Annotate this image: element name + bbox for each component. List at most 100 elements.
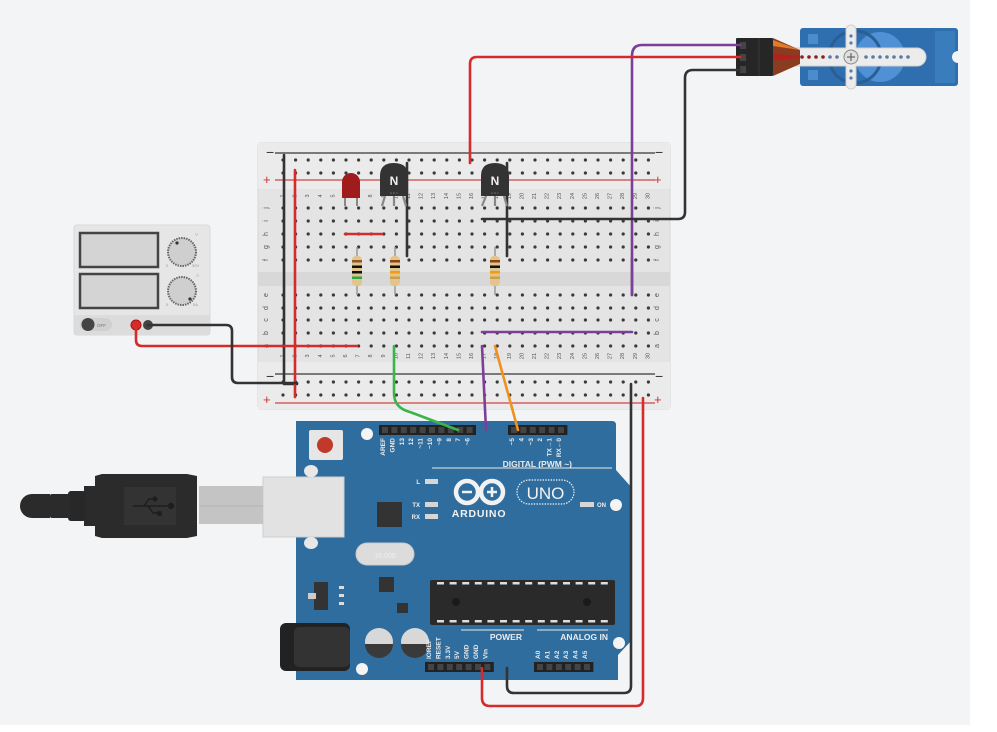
rail-hole[interactable] xyxy=(508,158,512,162)
breadboard-hole[interactable] xyxy=(571,318,575,322)
breadboard-hole[interactable] xyxy=(621,344,625,348)
breadboard-hole[interactable] xyxy=(495,245,499,249)
rail-hole[interactable] xyxy=(445,380,449,384)
breadboard-hole[interactable] xyxy=(583,306,588,310)
breadboard-hole[interactable] xyxy=(483,318,487,322)
breadboard-hole[interactable] xyxy=(571,306,575,310)
rail-hole[interactable] xyxy=(621,393,625,397)
rail-hole[interactable] xyxy=(596,380,600,384)
rail-hole[interactable] xyxy=(394,393,398,397)
breadboard-hole[interactable] xyxy=(546,306,550,310)
breadboard-hole[interactable] xyxy=(445,344,449,348)
resistor[interactable] xyxy=(390,247,400,295)
rail-hole[interactable] xyxy=(546,158,550,162)
breadboard-hole[interactable] xyxy=(457,219,461,223)
rail-hole[interactable] xyxy=(571,380,575,384)
breadboard-hole[interactable] xyxy=(457,344,461,348)
breadboard-hole[interactable] xyxy=(357,306,361,310)
breadboard-hole[interactable] xyxy=(382,206,386,210)
breadboard-hole[interactable] xyxy=(495,306,499,310)
breadboard-hole[interactable] xyxy=(583,232,588,236)
rail-hole[interactable] xyxy=(306,158,310,162)
breadboard-hole[interactable] xyxy=(621,206,625,210)
breadboard-hole[interactable] xyxy=(420,232,424,236)
rail-hole[interactable] xyxy=(609,393,613,397)
breadboard-hole[interactable] xyxy=(634,293,638,297)
rail-hole[interactable] xyxy=(281,393,285,397)
breadboard-hole[interactable] xyxy=(357,206,361,210)
breadboard-hole[interactable] xyxy=(319,258,323,262)
npn-transistor-2[interactable]: N E B C xyxy=(480,163,509,207)
breadboard-hole[interactable] xyxy=(344,306,348,310)
breadboard-hole[interactable] xyxy=(369,293,373,297)
breadboard-hole[interactable] xyxy=(306,245,310,249)
breadboard-hole[interactable] xyxy=(571,232,575,236)
breadboard-hole[interactable] xyxy=(483,232,487,236)
breadboard-hole[interactable] xyxy=(432,331,436,335)
breadboard-hole[interactable] xyxy=(508,245,512,249)
breadboard-hole[interactable] xyxy=(344,258,348,262)
wire-black-supply-negative[interactable] xyxy=(146,323,299,385)
rail-hole[interactable] xyxy=(331,393,335,397)
resistor[interactable] xyxy=(490,247,500,295)
breadboard-hole[interactable] xyxy=(306,331,310,335)
breadboard-hole[interactable] xyxy=(382,344,386,348)
breadboard-hole[interactable] xyxy=(621,293,625,297)
breadboard-hole[interactable] xyxy=(331,331,335,335)
rail-hole[interactable] xyxy=(571,171,575,175)
breadboard-hole[interactable] xyxy=(596,232,600,236)
breadboard-hole[interactable] xyxy=(634,331,638,335)
rail-hole[interactable] xyxy=(394,380,398,384)
breadboard-hole[interactable] xyxy=(634,258,638,262)
breadboard-hole[interactable] xyxy=(470,344,474,348)
breadboard-hole[interactable] xyxy=(596,245,600,249)
rail-hole[interactable] xyxy=(394,158,398,162)
breadboard-hole[interactable] xyxy=(533,258,537,262)
header-pin[interactable] xyxy=(574,664,581,670)
breadboard-hole[interactable] xyxy=(357,318,361,322)
breadboard-hole[interactable] xyxy=(621,258,625,262)
breadboard-hole[interactable] xyxy=(445,306,449,310)
breadboard-hole[interactable] xyxy=(445,245,449,249)
header-pin[interactable] xyxy=(410,427,417,433)
breadboard-hole[interactable] xyxy=(533,306,537,310)
breadboard-hole[interactable] xyxy=(369,306,373,310)
rail-hole[interactable] xyxy=(634,171,638,175)
breadboard-hole[interactable] xyxy=(609,206,613,210)
breadboard-hole[interactable] xyxy=(319,331,323,335)
breadboard-hole[interactable] xyxy=(583,206,588,210)
breadboard-hole[interactable] xyxy=(583,344,588,348)
wire-red-servo-power[interactable] xyxy=(468,55,742,165)
rail-hole[interactable] xyxy=(457,171,461,175)
breadboard-hole[interactable] xyxy=(596,318,600,322)
rail-hole[interactable] xyxy=(369,393,373,397)
rail-hole[interactable] xyxy=(432,158,436,162)
breadboard-hole[interactable] xyxy=(533,245,537,249)
breadboard-hole[interactable] xyxy=(596,206,600,210)
breadboard-hole[interactable] xyxy=(470,293,474,297)
breadboard-hole[interactable] xyxy=(571,206,575,210)
breadboard-hole[interactable] xyxy=(457,245,461,249)
breadboard-hole[interactable] xyxy=(420,306,424,310)
breadboard-hole[interactable] xyxy=(634,206,638,210)
rail-hole[interactable] xyxy=(634,393,638,397)
rail-hole[interactable] xyxy=(609,158,613,162)
rail-hole[interactable] xyxy=(546,393,550,397)
breadboard-hole[interactable] xyxy=(331,306,335,310)
breadboard-hole[interactable] xyxy=(609,232,613,236)
power-supply[interactable]: V 0 30V A 0 5A OFF xyxy=(73,224,211,336)
rail-hole[interactable] xyxy=(331,380,335,384)
breadboard-hole[interactable] xyxy=(445,318,449,322)
breadboard-hole[interactable] xyxy=(344,293,348,297)
rail-hole[interactable] xyxy=(558,171,562,175)
breadboard-hole[interactable] xyxy=(596,306,600,310)
breadboard-hole[interactable] xyxy=(634,245,638,249)
breadboard-hole[interactable] xyxy=(508,318,512,322)
breadboard-hole[interactable] xyxy=(508,306,512,310)
header-pin[interactable] xyxy=(400,427,407,433)
wire-red-supply-positive[interactable] xyxy=(134,323,359,348)
breadboard-hole[interactable] xyxy=(483,258,487,262)
rail-hole[interactable] xyxy=(294,158,298,162)
breadboard-hole[interactable] xyxy=(533,344,537,348)
rail-hole[interactable] xyxy=(558,158,562,162)
